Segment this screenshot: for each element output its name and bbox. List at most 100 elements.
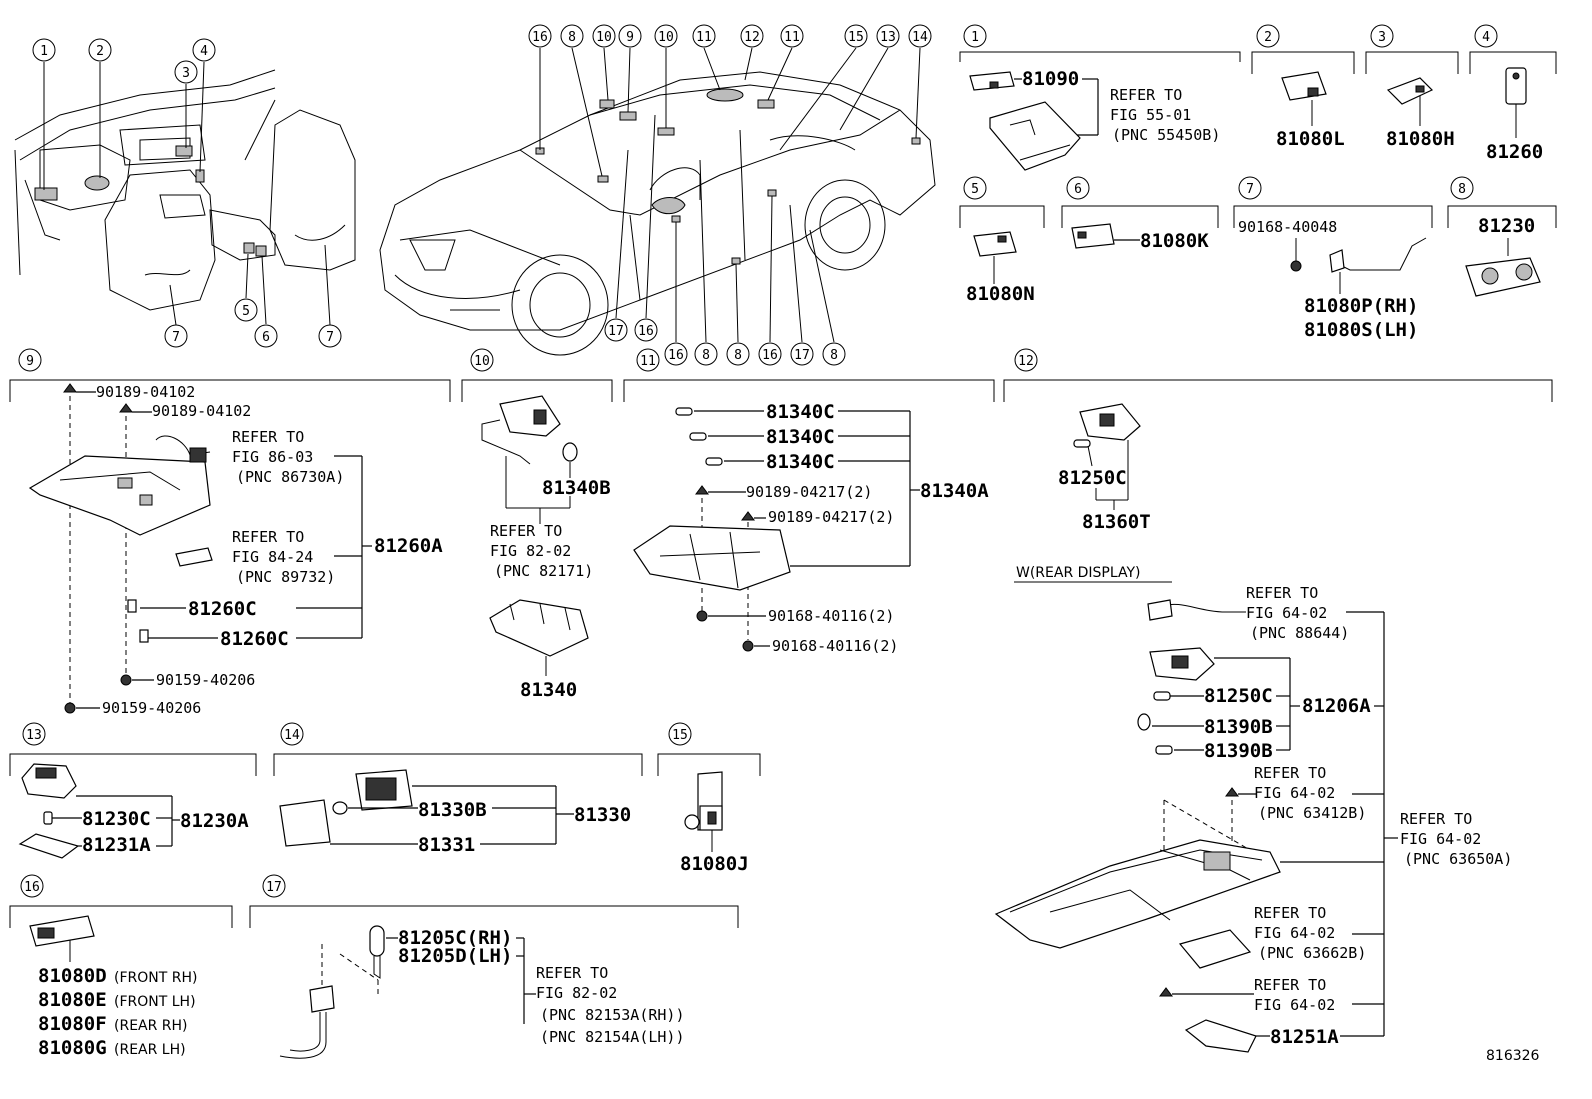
svg-text:11: 11 — [640, 354, 656, 369]
svg-text:(PNC 63650A): (PNC 63650A) — [1404, 850, 1512, 868]
svg-text:16: 16 — [532, 30, 548, 45]
svg-text:FIG 64-02: FIG 64-02 — [1254, 784, 1335, 802]
panel-11: 11 81340C 81340C 81340C 81340A 90189-042… — [623, 348, 995, 655]
svg-text:90159-40206: 90159-40206 — [156, 671, 255, 689]
svg-text:81090: 81090 — [1022, 68, 1079, 90]
svg-text:REFER TO: REFER TO — [1400, 810, 1472, 828]
svg-text:REFER TO: REFER TO — [1254, 764, 1326, 782]
svg-text:(PNC 82153A(RH)): (PNC 82153A(RH)) — [540, 1006, 685, 1024]
callout-8c: 8 — [726, 342, 750, 366]
svg-text:8: 8 — [1458, 182, 1466, 197]
svg-text:81340C: 81340C — [766, 451, 835, 473]
callout-16b: 16 — [634, 318, 658, 342]
panel-3: 3 81080H — [1365, 24, 1459, 150]
callout-14: 14 — [908, 24, 932, 48]
svg-text:12: 12 — [744, 30, 760, 45]
svg-text:5: 5 — [242, 304, 250, 319]
svg-text:8: 8 — [568, 30, 576, 45]
svg-text:81230: 81230 — [1478, 215, 1535, 237]
callout-17: 17 — [604, 318, 628, 342]
svg-text:14: 14 — [912, 30, 928, 45]
svg-text:6: 6 — [1074, 182, 1082, 197]
svg-text:(PNC 63412B): (PNC 63412B) — [1258, 804, 1366, 822]
callout-11: 11 — [692, 24, 716, 48]
svg-text:5: 5 — [971, 182, 979, 197]
svg-text:16: 16 — [762, 348, 778, 363]
svg-text:81080H: 81080H — [1386, 128, 1455, 150]
callout-7b: 7 — [318, 324, 342, 348]
svg-text:14: 14 — [284, 728, 300, 743]
svg-text:81080D: 81080D — [38, 965, 107, 987]
svg-text:81080G: 81080G — [38, 1037, 107, 1059]
svg-text:2: 2 — [96, 44, 104, 59]
svg-text:81260C: 81260C — [220, 628, 289, 650]
svg-text:13: 13 — [26, 728, 42, 743]
svg-text:90189-04217(2): 90189-04217(2) — [768, 508, 894, 526]
svg-text:81340A: 81340A — [920, 480, 989, 502]
callout-15: 15 — [844, 24, 868, 48]
svg-text:7: 7 — [172, 330, 180, 345]
svg-text:81080N: 81080N — [966, 283, 1035, 305]
svg-text:81260A: 81260A — [374, 535, 443, 557]
panel-13: 13 81230C 81231A 81230A — [9, 722, 257, 859]
svg-text:81230A: 81230A — [180, 810, 249, 832]
svg-text:90189-04102: 90189-04102 — [152, 402, 251, 420]
callout-3: 3 — [174, 60, 198, 84]
callout-12: 12 — [740, 24, 764, 48]
svg-text:REFER TO: REFER TO — [536, 964, 608, 982]
svg-text:(PNC 86730A): (PNC 86730A) — [236, 468, 344, 486]
svg-text:81205D(LH): 81205D(LH) — [398, 945, 512, 967]
callout-16d: 16 — [758, 342, 782, 366]
callout-4: 4 — [192, 38, 216, 62]
callout-9: 9 — [618, 24, 642, 48]
panel-17: 17 81205C(RH) 81205D(LH) REFER TO FIG 82… — [249, 874, 739, 1059]
section-title: W(REAR DISPLAY) — [1016, 565, 1141, 581]
p16-item-2: 81080E (FRONT LH) — [38, 989, 196, 1011]
callout-8: 8 — [560, 24, 584, 48]
svg-text:81080P(RH): 81080P(RH) — [1304, 295, 1418, 317]
svg-text:16: 16 — [24, 880, 40, 895]
svg-text:81340C: 81340C — [766, 401, 835, 423]
p16-item-1: 81080D (FRONT RH) — [38, 965, 197, 987]
callout-2: 2 — [88, 38, 112, 62]
svg-text:81250C: 81250C — [1204, 685, 1273, 707]
svg-text:81205C(RH): 81205C(RH) — [398, 927, 512, 949]
panel-16: 16 81080D (FRONT RH) 81080E (FRONT LH) 8… — [9, 874, 233, 1059]
svg-text:(PNC 88644): (PNC 88644) — [1250, 624, 1349, 642]
svg-text:81251A: 81251A — [1270, 1026, 1339, 1048]
svg-text:17: 17 — [266, 880, 282, 895]
svg-text:REFER TO: REFER TO — [232, 428, 304, 446]
svg-text:81340C: 81340C — [766, 426, 835, 448]
svg-text:10: 10 — [658, 30, 674, 45]
svg-text:(REAR LH): (REAR LH) — [114, 1042, 186, 1058]
svg-text:4: 4 — [1482, 30, 1490, 45]
svg-text:(PNC 82171): (PNC 82171) — [494, 562, 593, 580]
panel-6: 6 81080K — [1061, 176, 1219, 252]
svg-text:13: 13 — [880, 30, 896, 45]
svg-text:81340: 81340 — [520, 679, 577, 701]
svg-text:90189-04217(2): 90189-04217(2) — [746, 483, 872, 501]
svg-text:81231A: 81231A — [82, 834, 151, 856]
diagram-id: 816326 — [1486, 1048, 1540, 1064]
svg-text:81390B: 81390B — [1204, 740, 1273, 762]
callout-1: 1 — [32, 38, 56, 62]
svg-text:REFER TO: REFER TO — [1254, 976, 1326, 994]
svg-text:81230C: 81230C — [82, 808, 151, 830]
callout-7: 7 — [164, 324, 188, 348]
panel-7: 7 90168-40048 81080P(RH) 81080S(LH) — [1233, 176, 1433, 341]
svg-text:17: 17 — [608, 324, 624, 339]
svg-text:(FRONT RH): (FRONT RH) — [114, 970, 197, 986]
svg-text:10: 10 — [596, 30, 612, 45]
svg-text:REFER TO: REFER TO — [1254, 904, 1326, 922]
svg-text:9: 9 — [26, 354, 34, 369]
svg-text:7: 7 — [1246, 182, 1254, 197]
svg-text:11: 11 — [696, 30, 712, 45]
svg-text:81330B: 81330B — [418, 799, 487, 821]
svg-text:90168-40116(2): 90168-40116(2) — [768, 607, 894, 625]
svg-text:90168-40048: 90168-40048 — [1238, 218, 1337, 236]
svg-text:REFER TO: REFER TO — [1110, 86, 1182, 104]
svg-text:FIG 64-02: FIG 64-02 — [1254, 924, 1335, 942]
svg-text:8: 8 — [702, 348, 710, 363]
overview-callouts: 1 2 3 4 5 6 7 7 16 8 10 9 10 11 12 11 15… — [32, 24, 932, 366]
